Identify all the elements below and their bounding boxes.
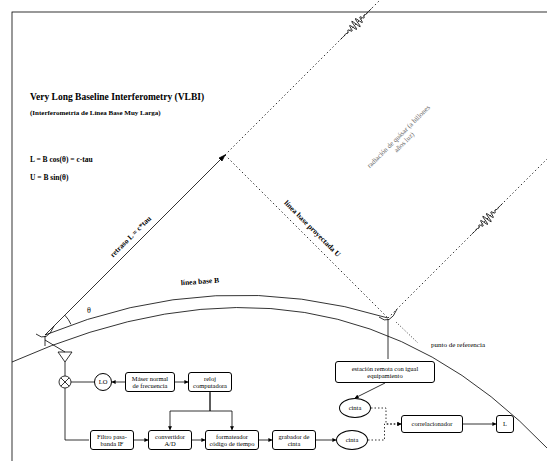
node-text: LO: [96, 378, 110, 385]
connector-arrow: [371, 408, 401, 424]
process-box: L: [496, 415, 514, 433]
wave-packet: [468, 200, 506, 238]
node-text: L: [500, 420, 510, 427]
connector-arrow: [175, 382, 188, 383]
quasar-ray: [388, 159, 547, 318]
annotation-label: L = B cos(θ) = c·tau: [30, 156, 93, 164]
connector-arrow: [210, 392, 232, 430]
node-text: cinta: [338, 436, 366, 443]
annotation-label: línea base proyectada U: [281, 198, 344, 261]
projected-baseline: [225, 155, 388, 318]
quasar-ray: [225, 0, 380, 155]
annotation-label: radiación de quásar (a billones años luz…: [364, 102, 440, 178]
dish-mast: [45, 336, 46, 346]
connector-arrow: [368, 424, 401, 440]
connector-arrow: [170, 392, 210, 430]
ray-arrowhead: [219, 155, 225, 161]
node-text: Filtro pasa-banda IF: [94, 433, 130, 447]
storage-ellipse: cinta: [339, 398, 371, 418]
annotation-label: (Interferometría de Línea Base Muy Larga…: [30, 110, 161, 118]
amplifier-symbol: [58, 352, 72, 362]
connector-arrow: [192, 440, 205, 441]
process-box: Máser normal de frecuencia: [125, 372, 175, 392]
earth-curve: [12, 308, 547, 448]
node-text: Máser normal de frecuencia: [129, 375, 171, 389]
process-box: grabador de cinta: [272, 430, 316, 450]
node-text: cinta: [341, 404, 369, 411]
if-wire: [65, 388, 89, 440]
process-box: reloj computadora: [188, 372, 232, 392]
mixer-cross: [61, 378, 69, 386]
annotation-label: línea base B: [179, 276, 222, 287]
node-text: convertidor A/D: [152, 433, 188, 447]
wave-stroke: [468, 200, 506, 238]
leader-line: [396, 322, 418, 343]
connector-arrow: [134, 440, 148, 441]
process-box: correlacionador: [401, 415, 463, 433]
frame: [12, 12, 547, 461]
theta-arc: [65, 315, 71, 324]
annotation-label: U = B sin(θ): [30, 174, 68, 182]
node-text: reloj computadora: [192, 375, 228, 389]
connector-arrow: [112, 382, 125, 383]
storage-ellipse: LO: [94, 373, 112, 391]
process-box: formateador código de tiempo: [205, 430, 259, 450]
node-text: grabador de cinta: [276, 433, 312, 447]
connector-arrow: [259, 440, 272, 441]
process-box: Filtro pasa-banda IF: [90, 430, 134, 450]
storage-ellipse: cinta: [336, 430, 368, 450]
dish-symbol: [36, 326, 54, 337]
node-text: correlacionador: [405, 420, 459, 427]
annotation-label: punto de referencia: [431, 342, 485, 350]
connector-arrow: [316, 440, 336, 441]
dish-symbol: [379, 309, 397, 320]
connector-arrow: [355, 383, 385, 398]
station-wire: [388, 319, 389, 359]
mixer-symbol: [59, 376, 71, 388]
lo-wire: [71, 382, 94, 383]
wave-stroke: [337, 5, 375, 43]
connector-arrow: [463, 424, 496, 425]
node-text: estación remota con igual equipamiento: [339, 365, 431, 379]
wave-packet: [337, 5, 375, 43]
angle-symbol: θ: [87, 307, 91, 316]
delay-ray: [45, 155, 225, 335]
diagram-title: Very Long Baseline Interferometry (VLBI): [30, 92, 204, 102]
process-box: convertidor A/D: [148, 430, 192, 450]
process-box: estación remota con igual equipamiento: [335, 361, 435, 383]
node-text: formateador código de tiempo: [209, 433, 255, 447]
feed-wire: [45, 340, 65, 352]
annotation-label: retraso L = c*tau: [107, 213, 154, 260]
baseline-curve: [45, 295, 388, 335]
feed-wire: [65, 362, 66, 376]
